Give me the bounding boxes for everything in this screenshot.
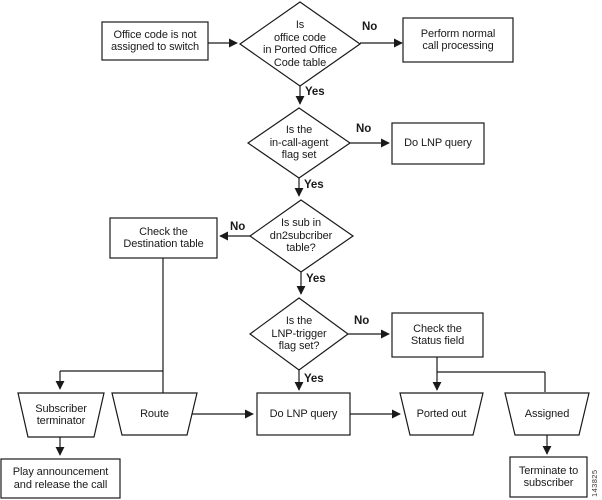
terminator-assigned-shape	[504, 392, 590, 436]
process-check-status-shape	[391, 312, 484, 358]
flow-connectors	[55, 38, 552, 456]
edge-label-lnp-trigger-yes: Yes	[304, 373, 324, 385]
terminator-ported-out-shape	[399, 392, 484, 436]
edge-label-ported-office-yes: Yes	[305, 86, 325, 98]
terminator-subscriber-shape	[17, 392, 105, 438]
edge-label-dn2subscriber-no: No	[230, 221, 246, 233]
edge-label-lnp-trigger-no: No	[354, 315, 370, 327]
terminator-route-shape	[111, 392, 198, 436]
process-terminate-shape	[509, 456, 588, 498]
process-do-lnp-query-bottom-shape	[256, 392, 351, 436]
process-office-code-shape	[101, 21, 209, 61]
decision-ported-office-shape	[238, 1, 362, 87]
process-check-destination-shape	[109, 217, 218, 259]
decision-lnp-trigger-shape	[248, 297, 350, 371]
process-play-announcement-shape	[0, 458, 121, 499]
edge-label-dn2subscriber-yes: Yes	[306, 273, 326, 285]
edge-label-ported-office-no: No	[362, 21, 378, 33]
decision-dn2subscriber-shape	[248, 199, 355, 273]
edge-label-in-call-agent-yes: Yes	[304, 179, 324, 191]
edge-label-in-call-agent-no: No	[356, 123, 372, 135]
figure-id-number: 143825	[590, 469, 599, 497]
process-do-lnp-query-top-shape	[391, 122, 485, 165]
decision-in-call-agent-shape	[246, 107, 352, 179]
process-perform-normal-shape	[402, 17, 514, 63]
